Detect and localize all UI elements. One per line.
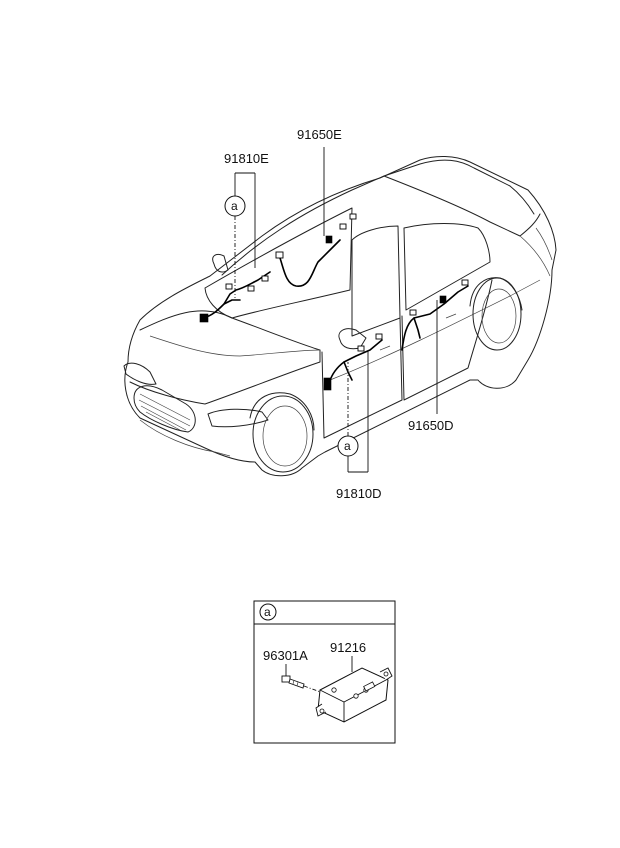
bolt-part <box>281 664 327 695</box>
car-hood-crease <box>149 335 321 357</box>
car-roof-rear-edge <box>383 175 541 237</box>
car-front-door <box>321 317 403 439</box>
part-label-91810d: 91810D <box>336 486 382 501</box>
car-roof <box>221 159 535 276</box>
car-rear-wheel <box>469 277 523 351</box>
car-rear-door <box>401 279 493 401</box>
callout-lower-letter: a <box>344 439 351 453</box>
car-side-mirror <box>338 328 367 350</box>
callout-lower: a <box>337 435 359 457</box>
part-label-96301a: 96301A <box>263 648 308 663</box>
callout-upper: a <box>224 195 246 217</box>
car-bumper <box>139 419 231 457</box>
leader-91810e <box>234 172 256 298</box>
car-front-wheel <box>249 392 315 473</box>
car-hood <box>129 310 321 405</box>
car-grille <box>133 385 196 433</box>
harness-rear-door <box>401 279 469 351</box>
car-body-outline <box>124 156 557 477</box>
car-headlight-left <box>123 362 157 385</box>
part-label-91216: 91216 <box>330 640 366 655</box>
car-door-handle-front <box>379 345 391 351</box>
car-headlight-right <box>207 408 269 428</box>
detail-box: a <box>253 600 396 744</box>
harness-roof-center <box>275 213 357 287</box>
car-grille-bars <box>138 393 191 431</box>
car-front-door-window <box>351 225 401 337</box>
callout-upper-letter: a <box>231 199 238 213</box>
harness-front-door <box>323 333 383 391</box>
detail-box-letter: a <box>264 605 271 619</box>
car-tail-lamp <box>535 227 553 261</box>
car-illustration <box>123 156 557 477</box>
leader-91810d <box>347 350 369 473</box>
car-side-crease <box>329 279 541 381</box>
harness-front-roof <box>199 271 271 323</box>
car-windshield <box>204 207 353 319</box>
car-rear-door-window <box>403 223 491 311</box>
part-label-91810e: 91810E <box>224 151 269 166</box>
car-trunk-line <box>519 235 551 277</box>
module-part <box>315 656 393 723</box>
car-door-handle-rear <box>445 313 457 319</box>
part-label-91650e: 91650E <box>297 127 342 142</box>
car-left-mirror <box>212 253 229 273</box>
part-label-91650d: 91650D <box>408 418 454 433</box>
